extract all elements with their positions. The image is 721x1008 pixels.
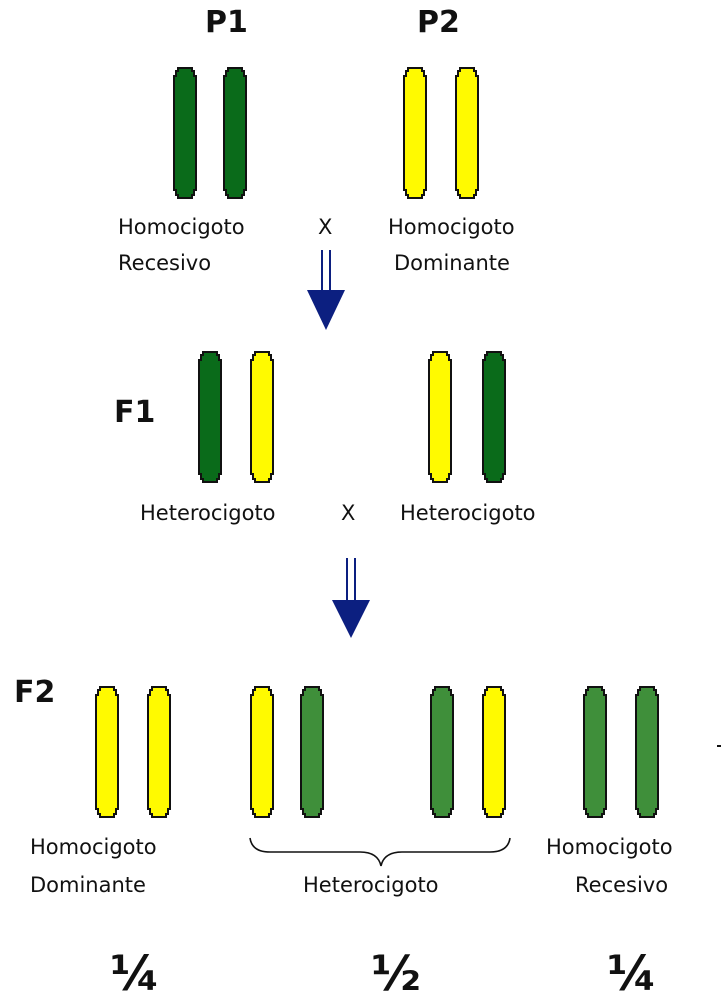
f2-heterozygous-label: Heterocigoto — [303, 870, 439, 900]
chromosome-yellow — [483, 687, 505, 817]
f1-left-chromosome-pair — [199, 352, 273, 482]
heterozygous-brace — [250, 838, 510, 866]
generation-label-p2: P2 — [417, 6, 460, 40]
chromosome-green — [301, 687, 323, 817]
p1-genotype-line1: Homocigoto — [118, 212, 245, 242]
arrow-f1-to-f2 — [332, 558, 370, 638]
p2-genotype-line1: Homocigoto — [388, 212, 515, 242]
chromosome-yellow — [456, 68, 478, 198]
arrow-p-to-f1 — [307, 250, 345, 330]
chromosome-yellow — [404, 68, 426, 198]
chromosome-green — [431, 687, 453, 817]
cross-symbol-f1: X — [341, 498, 355, 528]
chromosome-dark-green — [224, 68, 246, 198]
f2-recessive-line2: Recesivo — [575, 870, 668, 900]
f2-hetero-chromosome-pair-1 — [251, 687, 323, 817]
chromosome-yellow — [429, 352, 451, 482]
p2-genotype-line2: Dominante — [394, 248, 510, 278]
ratio-dominant: ¼ — [95, 946, 175, 1002]
f1-left-genotype: Heterocigoto — [140, 498, 276, 528]
f1-right-genotype: Heterocigoto — [400, 498, 536, 528]
generation-label-p1: P1 — [205, 6, 248, 40]
chromosome-dark-green — [199, 352, 221, 482]
chromosome-yellow — [251, 352, 273, 482]
f2-recessive-line1: Homocigoto — [546, 832, 673, 862]
cross-symbol-p: X — [318, 212, 332, 242]
chromosome-yellow — [96, 687, 118, 817]
generation-label-f1: F1 — [114, 396, 155, 430]
p2-chromosome-pair — [404, 68, 478, 198]
chromosome-yellow — [251, 687, 273, 817]
f2-recessive-chromosome-pair — [584, 687, 658, 817]
f1-right-chromosome-pair — [429, 352, 505, 482]
chromosome-dark-green — [483, 352, 505, 482]
chromosome-green — [636, 687, 658, 817]
ratio-recessive: ¼ — [592, 946, 672, 1002]
f2-dominant-chromosome-pair — [96, 687, 170, 817]
chromosome-green — [584, 687, 606, 817]
f2-dominant-line1: Homocigoto — [30, 832, 157, 862]
ratio-heterozygous: ½ — [356, 946, 436, 1002]
f2-hetero-chromosome-pair-2 — [431, 687, 505, 817]
chromosome-dark-green — [174, 68, 196, 198]
generation-label-f2: F2 — [14, 676, 55, 710]
f2-dominant-line2: Dominante — [30, 870, 146, 900]
chromosome-yellow — [148, 687, 170, 817]
p1-chromosome-pair — [174, 68, 246, 198]
p1-genotype-line2: Recesivo — [118, 248, 211, 278]
